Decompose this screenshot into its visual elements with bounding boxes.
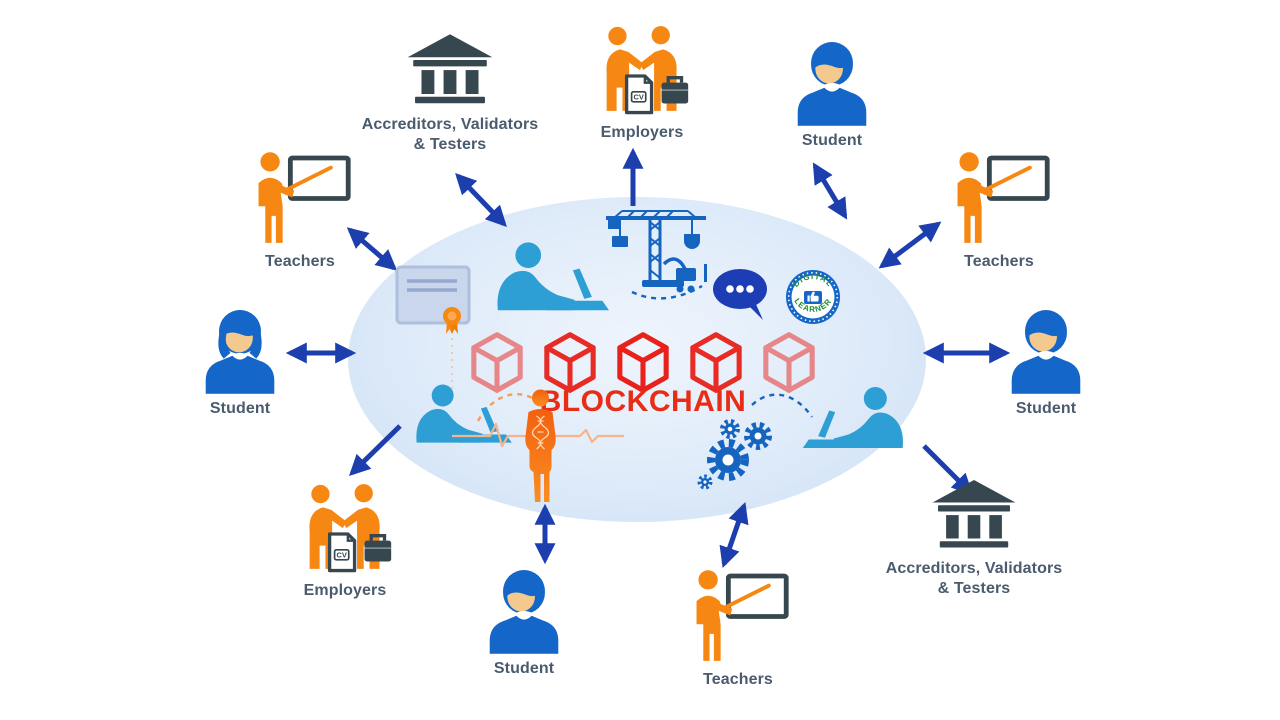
teacher-whiteboard-icon xyxy=(684,568,792,665)
connector-teachers-bottom xyxy=(719,502,749,568)
laptop-to-body-dashed-arc xyxy=(476,393,535,422)
connector-accreditors-bottom-right xyxy=(922,444,973,495)
chat-bubble-icon xyxy=(713,269,767,320)
node-student-top-right: Student xyxy=(776,40,888,151)
node-teachers-bottom: Teachers xyxy=(676,568,800,690)
student-icon xyxy=(792,40,872,126)
employers-handshake-icon xyxy=(293,482,397,576)
institution-bank-icon xyxy=(929,478,1019,554)
node-student-left: Student xyxy=(184,308,296,419)
node-employers-top: Employers xyxy=(568,24,716,143)
employers-handshake-icon xyxy=(590,24,694,118)
institution-bank-icon xyxy=(404,32,496,110)
node-label: Student xyxy=(209,400,271,417)
connector-teachers-right xyxy=(878,221,942,269)
node-label: Employers xyxy=(600,124,684,141)
node-label: Student xyxy=(493,660,555,677)
node-student-right: Student xyxy=(988,308,1104,419)
node-label: Teachers xyxy=(703,671,773,688)
person-at-laptop-icon xyxy=(790,384,918,454)
certificate-icon xyxy=(395,265,471,334)
digital-learner-badge: DIGITAL LEARNER xyxy=(786,270,840,324)
gears-to-laptop-dashed-arc xyxy=(751,393,813,418)
gears-icon xyxy=(697,419,772,490)
node-label: Student xyxy=(1015,400,1077,417)
teacher-whiteboard-icon xyxy=(945,150,1053,247)
connector-employers-bottom-left xyxy=(348,424,402,476)
human-body-icon xyxy=(525,389,556,502)
node-student-bottom: Student xyxy=(466,568,582,679)
connector-student-top-right xyxy=(812,162,848,220)
student-icon xyxy=(484,568,564,654)
node-teachers-left: Teachers xyxy=(240,150,360,272)
student-icon xyxy=(1006,308,1086,394)
node-accreditors-top-left: Accreditors, Validators & Testers xyxy=(352,32,548,154)
student-icon xyxy=(200,308,280,394)
connector-teachers-left xyxy=(346,227,398,271)
blockchain-title: BLOCKCHAIN xyxy=(539,385,747,418)
node-label: Accreditors, Validators & Testers xyxy=(885,560,1063,597)
node-label: Student xyxy=(801,132,863,149)
node-employers-bottom-left: Employers xyxy=(270,482,420,601)
construction-crane-icon xyxy=(606,210,707,293)
node-accreditors-bottom-right: Accreditors, Validators & Testers xyxy=(876,478,1072,598)
node-label: Employers xyxy=(303,582,387,599)
node-label: Accreditors, Validators & Testers xyxy=(361,116,539,153)
teacher-whiteboard-icon xyxy=(246,150,354,247)
node-label: Teachers xyxy=(964,253,1034,270)
connector-accreditors-top-left xyxy=(455,172,507,228)
node-label: Teachers xyxy=(265,253,335,270)
node-teachers-right: Teachers xyxy=(938,150,1060,272)
